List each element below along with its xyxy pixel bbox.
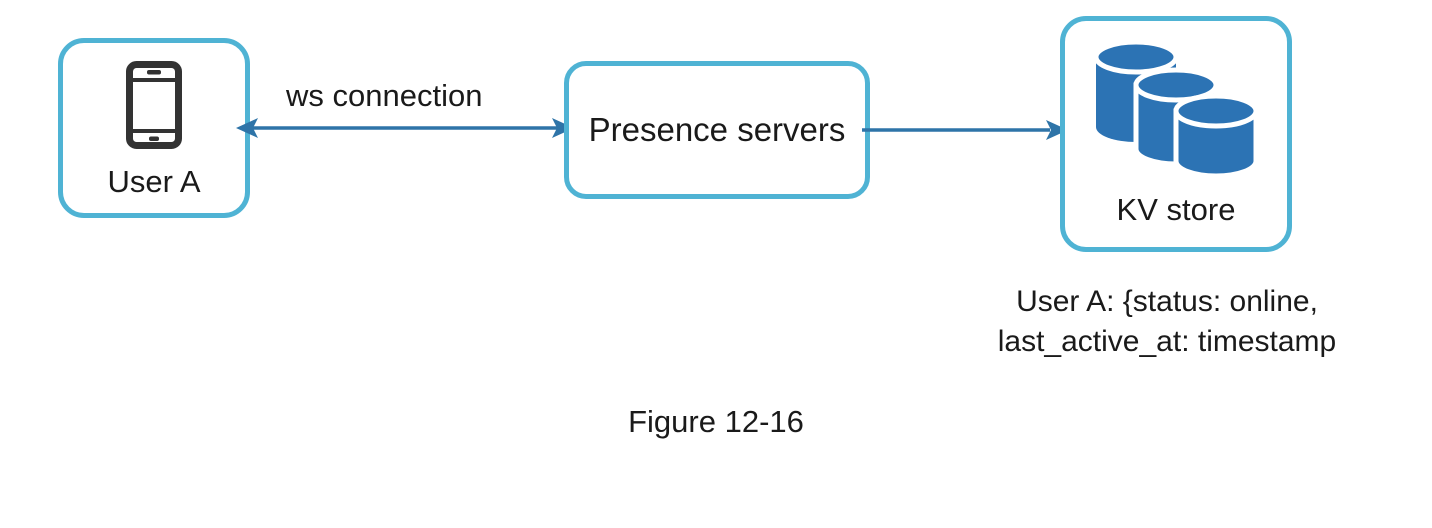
node-kv-store[interactable]: KV store [1060, 16, 1292, 252]
edge-ws-connection [236, 118, 574, 138]
kv-record-line-1: User A: {status: online, [1016, 285, 1318, 318]
node-kv-store-label: KV store [1116, 192, 1236, 228]
smartphone-icon [126, 61, 182, 149]
kv-record-line-2: last_active_at: timestamp [997, 324, 1337, 358]
kv-record-annotation: User A: {status: online, last_active_at:… [952, 282, 1382, 362]
edge-presence-to-kv [862, 120, 1068, 140]
node-user-a[interactable]: User A [58, 38, 250, 218]
edge-label-ws-connection: ws connection [286, 78, 483, 113]
node-user-a-label: User A [107, 164, 201, 200]
database-stack-icon [1090, 37, 1262, 179]
node-presence-servers[interactable]: Presence servers [564, 61, 870, 199]
node-presence-servers-label: Presence servers [588, 111, 846, 148]
figure-caption: Figure 12-16 [628, 404, 804, 439]
